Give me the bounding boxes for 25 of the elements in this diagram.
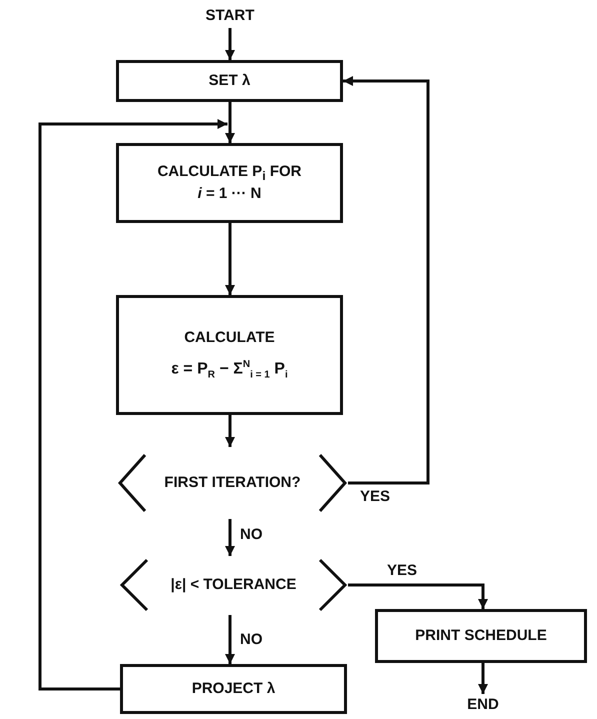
arrow (225, 415, 235, 447)
terminal-label: START (206, 6, 254, 26)
process-box (116, 143, 343, 223)
formula-text: ε = P$_{R}$ − Σ$^{N}$$_{i = 1}$ P$_{i}$ (171, 358, 288, 382)
step-text: CALCULATE P$_{i}$ FOR i = 1 ··· N (156, 162, 303, 204)
arrow (225, 223, 235, 295)
step-text: PROJECT λ (192, 679, 276, 699)
step-text: PRINT SCHEDULE (415, 626, 547, 646)
arrow (343, 76, 430, 484)
decision-text: |ε| < TOLERANCE (170, 575, 296, 595)
process-box (375, 609, 587, 663)
step-text: SET λ (208, 71, 250, 91)
process-box (116, 60, 343, 102)
decision-text: FIRST ITERATION? (164, 473, 301, 493)
step-text: CALCULATE (184, 328, 275, 348)
arrow (478, 663, 488, 694)
arrow (225, 615, 235, 664)
process-box (120, 664, 347, 714)
terminal-label: END (467, 695, 499, 715)
arrow (38, 119, 228, 690)
arrow (348, 584, 488, 609)
arrow (225, 102, 235, 143)
arrow (225, 28, 235, 60)
process-box (116, 295, 343, 415)
arrow (225, 519, 235, 556)
